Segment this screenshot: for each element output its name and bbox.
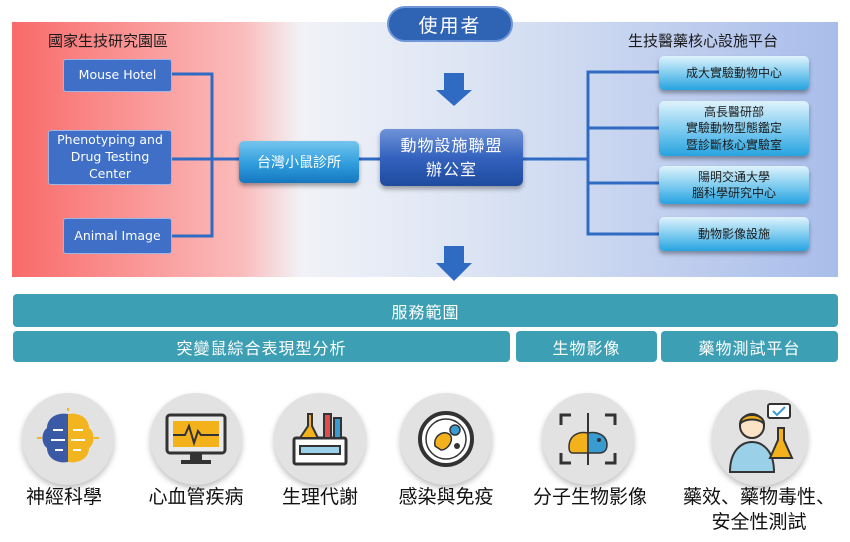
scientist-flask-icon [728,403,794,473]
rbox-2-line-3: 暨診斷核心實驗室 [685,137,782,152]
box-alliance-office: 動物設施聯盟 辦公室 [380,129,523,186]
rbox-3-line-1: 陽明交通大學 [697,169,770,184]
alliance-line-2: 辦公室 [425,159,477,179]
field-icon-circle [712,390,808,486]
petri-dish-icon [418,411,474,467]
box-kmu-core-lab: 高長醫研部 實驗動物型態鑑定 暨診斷核心實驗室 [659,101,809,156]
box-taiwan-mouse-clinic: 台灣小鼠診所 [239,141,359,183]
left-region-title: 國家生技研究園區 [48,32,169,50]
brain-icon [37,408,99,463]
field-label-neuroscience: 神經科學 [25,486,102,508]
arrow-down-icon [436,246,472,281]
box-phenotyping-center: Phenotyping and Drug Testing Center [48,130,172,185]
heart-monitor-icon [165,413,227,464]
field-label-infection-immunity: 感染與免疫 [398,486,494,508]
mouse-scan-icon [559,413,617,465]
arrow-down-icon [436,73,472,106]
field-icon-circle [22,393,114,485]
service-category-bioimaging: 生物影像 [516,331,657,362]
rbox-3-line-2: 腦科學研究中心 [691,186,776,200]
field-icon-circle [150,393,242,485]
down-arrows [436,73,472,281]
field-label-drug-testing-line-1: 藥效、藥物毒性、 [682,486,835,508]
service-scope-bar: 服務範圍 [13,294,838,327]
box-ncku-animal-center: 成大實驗動物中心 [659,56,809,90]
alliance-line-1: 動物設施聯盟 [400,136,503,156]
box-animal-imaging-facility: 動物影像設施 [659,217,809,251]
field-label-cardiovascular: 心血管疾病 [148,486,244,508]
rbox-4-line-1: 動物影像設施 [697,226,770,241]
rbox-2-line-1: 高長醫研部 [703,105,764,120]
left-bracket-line [172,72,214,238]
field-label-drug-testing: 藥效、藥物毒性、 安全性測試 [670,485,848,534]
box-animal-image: Animal Image [63,218,172,254]
right-bracket-line [586,70,659,236]
field-label-molecular-imaging: 分子生物影像 [532,486,647,508]
service-category-phenotype: 突變鼠綜合表現型分析 [13,331,510,362]
user-badge: 使用者 [387,6,513,42]
field-label-metabolism: 生理代謝 [281,486,358,508]
field-icon-circle [542,393,634,485]
field-icon-circle [400,393,492,485]
right-region-title: 生技醫藥核心設施平台 [628,32,779,50]
box-mouse-hotel: Mouse Hotel [63,59,172,92]
service-category-drug-testing: 藥物測試平台 [661,331,838,362]
box-nycu-brain-center: 陽明交通大學 腦科學研究中心 [659,166,809,204]
rbox-1-line-1: 成大實驗動物中心 [685,65,782,80]
field-icon-circle [274,393,366,485]
rbox-2-line-2: 實驗動物型態鑑定 [685,121,782,136]
field-label-drug-testing-line-2: 安全性測試 [711,510,807,533]
lab-analyzer-icon [292,413,348,466]
